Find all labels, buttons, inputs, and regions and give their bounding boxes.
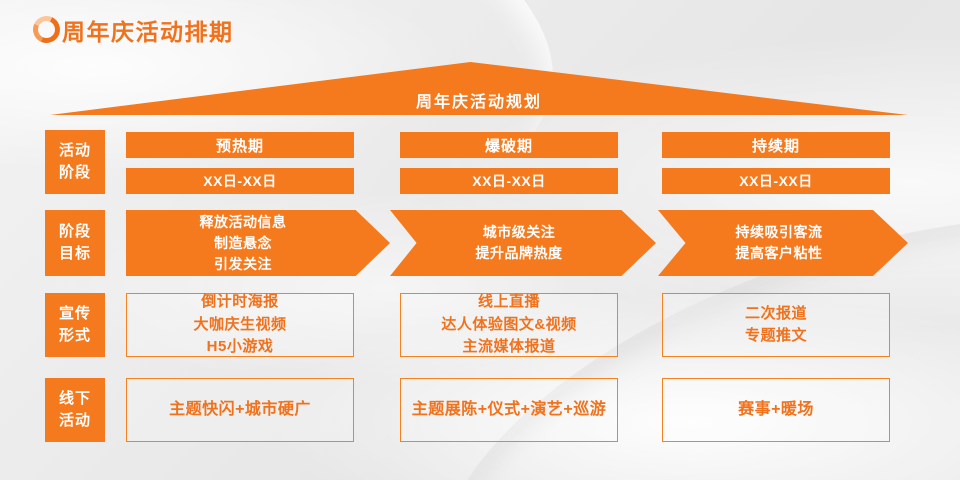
offline-line: 主题快闪+城市硬广 [169,401,311,418]
goal-line: 引发关注 [214,255,272,272]
phase-bar-burst: 爆破期 [400,132,618,158]
goal-line: 提高客户粘性 [735,245,823,261]
row-label-line: 形式 [58,327,91,344]
row-label-activity-phase: 活动 阶段 [45,130,105,194]
promo-line: 大咖庆生视频 [193,315,287,333]
promo-line: 专题推文 [744,327,807,344]
roof-banner: 周年庆活动规划 [50,62,908,115]
promo-box-warmup: 倒计时海报 大咖庆生视频 H5小游戏 [126,293,354,357]
goal-arrow-burst: 城市级关注 提升品牌热度 [390,210,656,276]
row-label-line: 目标 [58,245,91,262]
page-title: 周年庆活动排期 [62,19,234,45]
offline-box-sustain: 赛事+暖场 [662,378,890,442]
promo-line: 二次报道 [744,304,807,322]
roof-banner-label: 周年庆活动规划 [415,94,542,111]
offline-box-warmup: 主题快闪+城市硬广 [126,378,354,442]
date-bar: XX日-XX日 [126,168,354,194]
phase-bar-sustain: 持续期 [662,132,890,158]
goal-line: 释放活动信息 [199,213,287,230]
date-bar: XX日-XX日 [662,168,890,194]
promo-line: 主流媒体报道 [462,338,556,356]
promo-line: 倒计时海报 [201,293,279,311]
goal-line: 制造悬念 [214,234,272,251]
goal-line: 提升品牌热度 [475,245,563,261]
row-label-phase-goal: 阶段 目标 [45,210,105,276]
promo-box-sustain: 二次报道 专题推文 [662,293,890,357]
offline-line: 主题展陈+仪式+演艺+巡游 [411,401,607,418]
offline-box-burst: 主题展陈+仪式+演艺+巡游 [400,378,618,442]
goal-arrow-sustain: 持续吸引客流 提高客户粘性 [658,210,908,276]
title-ring-icon [29,12,64,47]
date-bar: XX日-XX日 [400,168,618,194]
goal-arrow-warmup: 释放活动信息 制造悬念 引发关注 [126,210,390,276]
promo-line: 达人体验图文&视频 [441,315,577,333]
promo-line: 线上直播 [477,293,540,311]
row-label-line: 活动 [58,141,91,159]
promo-line: H5小游戏 [206,338,274,356]
promo-box-burst: 线上直播 达人体验图文&视频 主流媒体报道 [400,293,618,357]
row-label-line: 阶段 [58,164,91,181]
row-label-offline-activity: 线下 活动 [45,378,105,442]
row-label-line: 活动 [58,412,91,429]
goal-line: 城市级关注 [482,224,556,240]
offline-line: 赛事+暖场 [738,401,814,418]
row-label-line: 宣传 [58,304,91,322]
phase-bar-warmup: 预热期 [126,132,354,158]
row-label-line: 线下 [58,389,91,407]
row-label-promo-format: 宣传 形式 [45,293,105,357]
goal-line: 持续吸引客流 [735,224,823,240]
row-label-line: 阶段 [58,222,91,240]
